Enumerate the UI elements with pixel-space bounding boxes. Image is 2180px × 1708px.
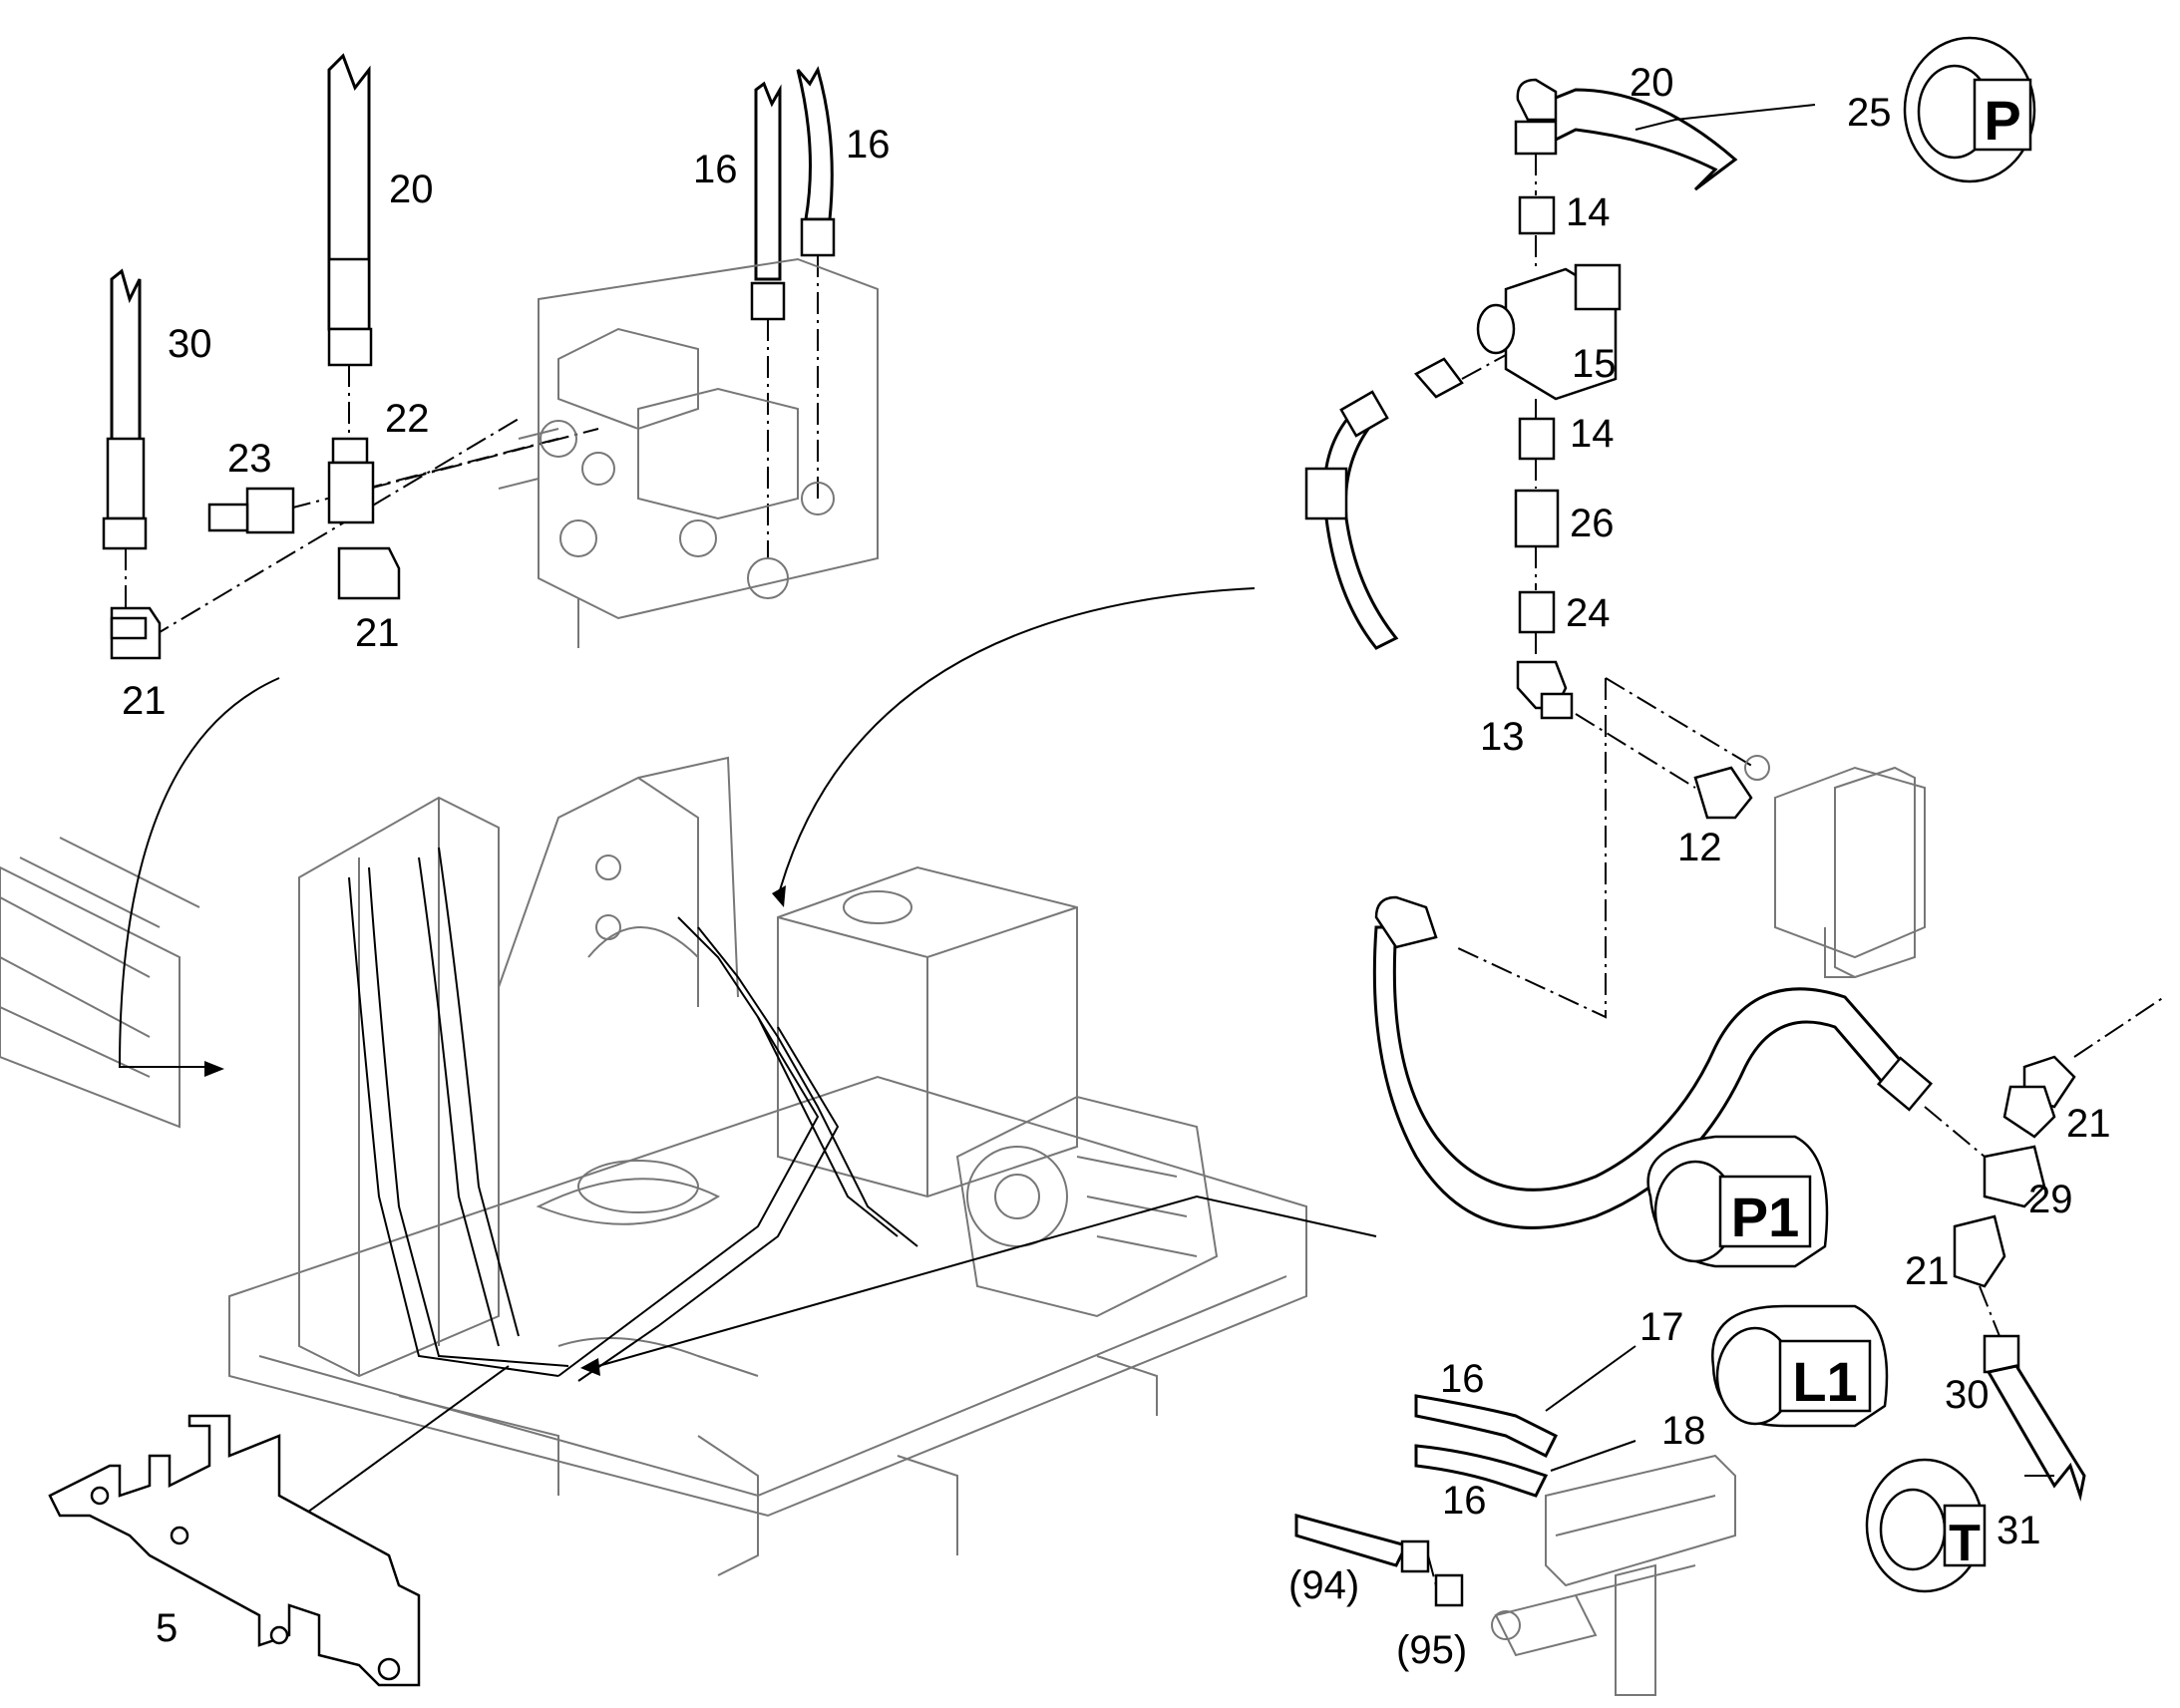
tag-p-label: P xyxy=(1984,89,2020,152)
hose-16-p1 xyxy=(1414,1394,1559,1459)
callout-31: 31 xyxy=(1997,1509,2041,1552)
valve-block xyxy=(538,257,879,620)
hose-nut xyxy=(1983,1334,2020,1374)
callout-15: 15 xyxy=(1572,342,1617,386)
hose-nut xyxy=(1514,120,1558,156)
hose-20-right xyxy=(1524,88,1738,191)
tee-fitting-22 xyxy=(331,437,369,465)
long-hose xyxy=(1372,925,1918,1229)
bottom-right-detail xyxy=(1294,1394,1736,1696)
hose-nut xyxy=(327,327,373,367)
bracket-outline xyxy=(48,1414,421,1687)
side-hose xyxy=(1322,407,1399,650)
bracket-5 xyxy=(48,1414,421,1687)
tee-29 xyxy=(1983,1145,2046,1208)
tag-t-label: T xyxy=(1949,1515,1981,1572)
callout-21: 21 xyxy=(122,679,167,723)
machine-frame-drawing xyxy=(0,756,1307,1576)
callout-23: 23 xyxy=(227,437,272,481)
ferrule xyxy=(327,257,371,331)
adapter-12 xyxy=(1693,766,1753,820)
callout-21: 21 xyxy=(2066,1102,2111,1146)
hose-16-l1 xyxy=(1414,1444,1549,1498)
callout-94: (94) xyxy=(1288,1563,1359,1607)
callout-16: 16 xyxy=(693,148,738,191)
callout-labels: 20 16 16 30 22 23 21 21 20 25 14 15 14 2… xyxy=(122,61,2111,1672)
callout-30: 30 xyxy=(1945,1373,1990,1417)
hose-16-right xyxy=(796,66,834,221)
ferrule xyxy=(106,437,146,520)
tag-p1-icon: P1 xyxy=(1646,1135,1829,1268)
callout-leaders xyxy=(1545,104,2054,1477)
adapter-95 xyxy=(1434,1573,1464,1607)
adapter xyxy=(1414,357,1464,399)
leader-curves xyxy=(118,587,1377,1527)
top-right-detail xyxy=(1304,78,2165,1502)
top-left-detail xyxy=(102,53,879,660)
callout-29: 29 xyxy=(2028,1178,2073,1221)
hose-nut xyxy=(800,217,836,257)
callout-25: 25 xyxy=(1847,91,1892,135)
adapter-14 xyxy=(1518,195,1556,235)
callout-5: 5 xyxy=(156,1606,178,1650)
callout-20: 20 xyxy=(1630,61,1674,105)
arrowhead xyxy=(204,1061,224,1077)
nut-26 xyxy=(1514,489,1560,548)
solenoid-valve xyxy=(1774,766,1926,959)
nut xyxy=(1400,1539,1430,1573)
callout-12: 12 xyxy=(1677,826,1722,869)
tag-p-icon: P xyxy=(1903,36,2036,183)
callout-26: 26 xyxy=(1570,502,1615,545)
tag-p1-label: P1 xyxy=(1731,1186,1800,1248)
hose-nut xyxy=(750,281,786,321)
callout-16: 16 xyxy=(1442,1479,1487,1523)
hose-nut xyxy=(102,516,148,550)
tag-l1-label: L1 xyxy=(1792,1350,1857,1413)
callout-20: 20 xyxy=(389,168,434,211)
tag-l1-icon: L1 xyxy=(1711,1304,1889,1428)
elbow-fitting-21b xyxy=(337,546,401,600)
callout-16: 16 xyxy=(846,123,891,167)
callout-14: 14 xyxy=(1570,412,1615,456)
adapter-24 xyxy=(1518,590,1556,634)
callout-21: 21 xyxy=(1905,1249,1950,1293)
hose-16-left xyxy=(754,81,782,281)
plug-23 xyxy=(245,487,295,534)
arrowhead xyxy=(772,885,786,907)
callout-17: 17 xyxy=(1639,1305,1684,1349)
callout-30: 30 xyxy=(168,322,212,366)
callout-16: 16 xyxy=(1440,1357,1485,1401)
callout-22: 22 xyxy=(385,397,430,441)
callout-14: 14 xyxy=(1566,190,1611,234)
hose-94 xyxy=(1294,1514,1409,1567)
hose-30-right xyxy=(1986,1364,2086,1502)
callout-18: 18 xyxy=(1661,1409,1706,1453)
callout-13: 13 xyxy=(1480,715,1525,759)
adapter-14b xyxy=(1518,417,1556,461)
callout-95: (95) xyxy=(1396,1628,1467,1672)
elbow-21d xyxy=(1953,1214,2006,1288)
tag-t-icon: T xyxy=(1865,1458,1987,1593)
callout-24: 24 xyxy=(1566,591,1611,635)
elbow-21c xyxy=(2002,1085,2056,1139)
arrowhead xyxy=(580,1358,600,1376)
callout-21: 21 xyxy=(355,611,400,655)
manifold-block xyxy=(1545,1454,1736,1587)
